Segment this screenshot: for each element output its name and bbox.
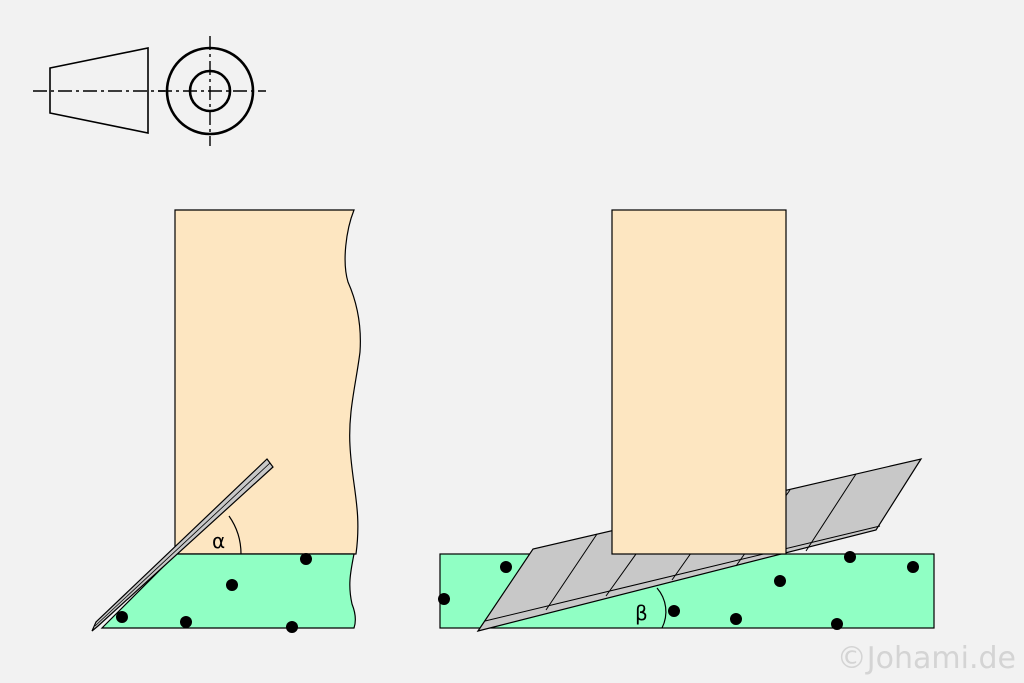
alpha-label: α (212, 529, 225, 553)
taper-front-view-icon (158, 36, 266, 146)
right-base-dots (438, 551, 919, 630)
taper-side-view-icon (33, 47, 165, 134)
left-assembly (91, 209, 361, 633)
left-base-dots (116, 553, 312, 633)
watermark: ©Johami.de (837, 641, 1016, 676)
alpha-angle-arc (228, 515, 242, 555)
beta-label: β (635, 601, 648, 625)
right-workpiece (611, 209, 787, 555)
right-assembly (438, 209, 935, 632)
left-workpiece (174, 209, 361, 555)
left-base-plate (100, 553, 356, 629)
beta-angle-arc (656, 587, 667, 629)
